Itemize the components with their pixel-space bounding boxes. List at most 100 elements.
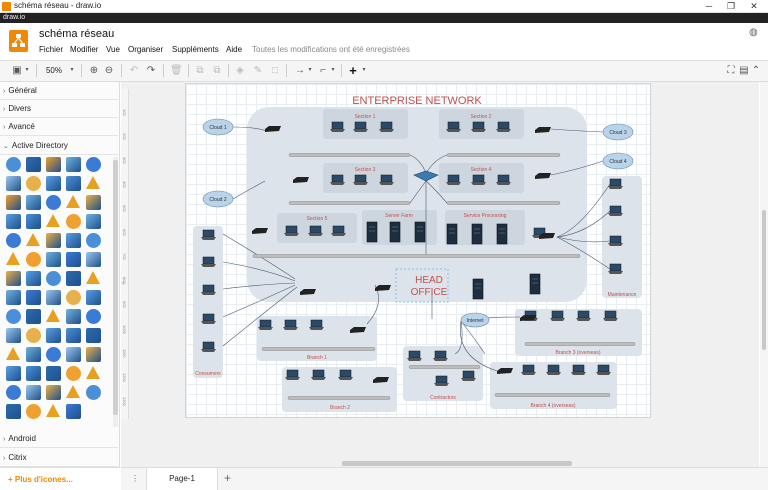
ad-shape-icon[interactable] (66, 309, 81, 324)
ad-shape-icon[interactable] (46, 385, 61, 400)
section-divers[interactable]: ›Divers (0, 100, 118, 118)
laptop-icon[interactable] (596, 364, 611, 375)
laptop-icon[interactable] (576, 310, 591, 321)
vertical-scroll-thumb[interactable] (762, 210, 766, 350)
ad-shape-icon[interactable] (26, 176, 41, 191)
server-icon[interactable] (472, 278, 484, 300)
ad-shape-icon[interactable] (6, 366, 21, 381)
laptop-icon[interactable] (603, 310, 618, 321)
fill-color-icon[interactable]: ◈ (236, 65, 244, 76)
server-icon[interactable] (529, 273, 541, 295)
laptop-icon[interactable] (285, 369, 300, 380)
laptop-icon[interactable] (308, 225, 323, 236)
laptop-icon[interactable] (353, 121, 368, 132)
maximize-button[interactable]: ❐ (726, 1, 736, 11)
ad-shape-icon[interactable] (46, 176, 61, 191)
laptop-icon[interactable] (201, 256, 216, 267)
ad-shape-icon[interactable] (26, 195, 41, 210)
server-icon[interactable] (366, 221, 378, 243)
ad-shape-icon[interactable] (86, 347, 101, 362)
chevron-down-icon[interactable]: ▾ (331, 67, 335, 73)
cloud-icon[interactable]: Cloud 2 (202, 190, 234, 208)
ad-shape-icon[interactable] (66, 252, 81, 267)
chevron-down-icon[interactable]: ▾ (308, 67, 312, 73)
router-icon[interactable] (293, 177, 309, 183)
network-diagram[interactable]: ENTERPRISE NETWORK HEAD OFFICE Cloud 1Cl… (185, 89, 651, 419)
ad-shape-icon[interactable] (26, 157, 41, 172)
laptop-icon[interactable] (309, 319, 324, 330)
fullscreen-icon[interactable]: ⛶ (727, 65, 735, 76)
ad-shape-icon[interactable] (26, 328, 41, 343)
ad-shape-icon[interactable] (66, 404, 81, 419)
ad-shape-icon[interactable] (66, 347, 81, 362)
ad-shape-icon[interactable] (46, 366, 61, 381)
laptop-icon[interactable] (471, 174, 486, 185)
sidebar-scroll-thumb[interactable] (113, 160, 118, 415)
laptop-icon[interactable] (201, 313, 216, 324)
to-front-icon[interactable]: ⧉ (196, 65, 204, 76)
ad-shape-icon[interactable] (66, 366, 81, 381)
ad-shape-icon[interactable] (66, 195, 80, 208)
ad-shape-icon[interactable] (26, 347, 41, 362)
format-toggle-icon[interactable]: ▤ (739, 65, 749, 76)
ad-shape-icon[interactable] (46, 271, 61, 286)
ad-shape-icon[interactable] (6, 404, 21, 419)
ad-shape-icon[interactable] (46, 290, 61, 305)
laptop-icon[interactable] (496, 174, 511, 185)
laptop-icon[interactable] (608, 263, 623, 274)
globe-icon[interactable]: ◍ (749, 27, 758, 38)
router-icon[interactable] (497, 368, 513, 374)
ad-shape-icon[interactable] (6, 328, 21, 343)
head-office-selection[interactable] (395, 268, 449, 303)
ad-shape-icon[interactable] (86, 271, 100, 284)
collapse-icon[interactable]: ⌃ (751, 65, 761, 76)
laptop-icon[interactable] (201, 284, 216, 295)
zoom-dropdown-icon[interactable]: ▾ (70, 67, 74, 73)
redo-icon[interactable]: ↷ (146, 65, 156, 76)
ad-shape-icon[interactable] (66, 271, 81, 286)
ad-shape-icon[interactable] (46, 404, 60, 417)
insert-icon[interactable]: + (349, 63, 357, 78)
ad-shape-icon[interactable] (6, 309, 21, 324)
ad-shape-icon[interactable] (86, 309, 101, 324)
format-panel-icon[interactable]: ▣ (12, 65, 22, 76)
laptop-icon[interactable] (608, 205, 623, 216)
ad-shape-icon[interactable] (66, 328, 81, 343)
ad-shape-icon[interactable] (6, 385, 21, 400)
ad-shape-icon[interactable] (86, 290, 101, 305)
menu-vue[interactable]: Vue (106, 45, 120, 54)
laptop-icon[interactable] (571, 364, 586, 375)
laptop-icon[interactable] (433, 350, 448, 361)
ad-shape-icon[interactable] (26, 214, 41, 229)
section-general[interactable]: ›Général (0, 82, 118, 100)
menu-fichier[interactable]: Fichier (39, 45, 64, 54)
ad-shape-icon[interactable] (46, 195, 61, 210)
ad-shape-icon[interactable] (46, 252, 61, 267)
ad-shape-icon[interactable] (26, 404, 41, 419)
diagram-title[interactable]: ENTERPRISE NETWORK (352, 95, 482, 107)
chevron-down-icon[interactable]: ▾ (362, 67, 366, 73)
ad-shape-icon[interactable] (6, 252, 20, 265)
switch-icon[interactable] (413, 170, 439, 182)
head-office-line2[interactable]: OFFICE (411, 287, 448, 298)
ad-shape-icon[interactable] (86, 195, 101, 210)
ad-shape-icon[interactable] (86, 366, 100, 379)
internet-cloud-icon[interactable] (460, 312, 490, 328)
ad-shape-icon[interactable] (26, 309, 41, 324)
undo-icon[interactable]: ↶ (129, 65, 139, 76)
ad-shape-icon[interactable] (6, 157, 21, 172)
laptop-icon[interactable] (496, 121, 511, 132)
ad-shape-icon[interactable] (26, 271, 41, 286)
laptop-icon[interactable] (550, 310, 565, 321)
ad-shape-icon[interactable] (86, 214, 101, 229)
laptop-icon[interactable] (283, 319, 298, 330)
ad-shape-icon[interactable] (86, 252, 101, 267)
cloud-icon[interactable]: Cloud 4 (602, 152, 634, 170)
laptop-icon[interactable] (608, 178, 623, 189)
ad-shape-icon[interactable] (46, 233, 61, 248)
horizontal-scroll-thumb[interactable] (342, 461, 572, 466)
laptop-icon[interactable] (331, 225, 346, 236)
section-avance[interactable]: ›Avancé (0, 118, 118, 136)
ad-shape-icon[interactable] (66, 385, 80, 398)
more-shapes-button[interactable]: + Plus d'icones... (8, 475, 73, 484)
